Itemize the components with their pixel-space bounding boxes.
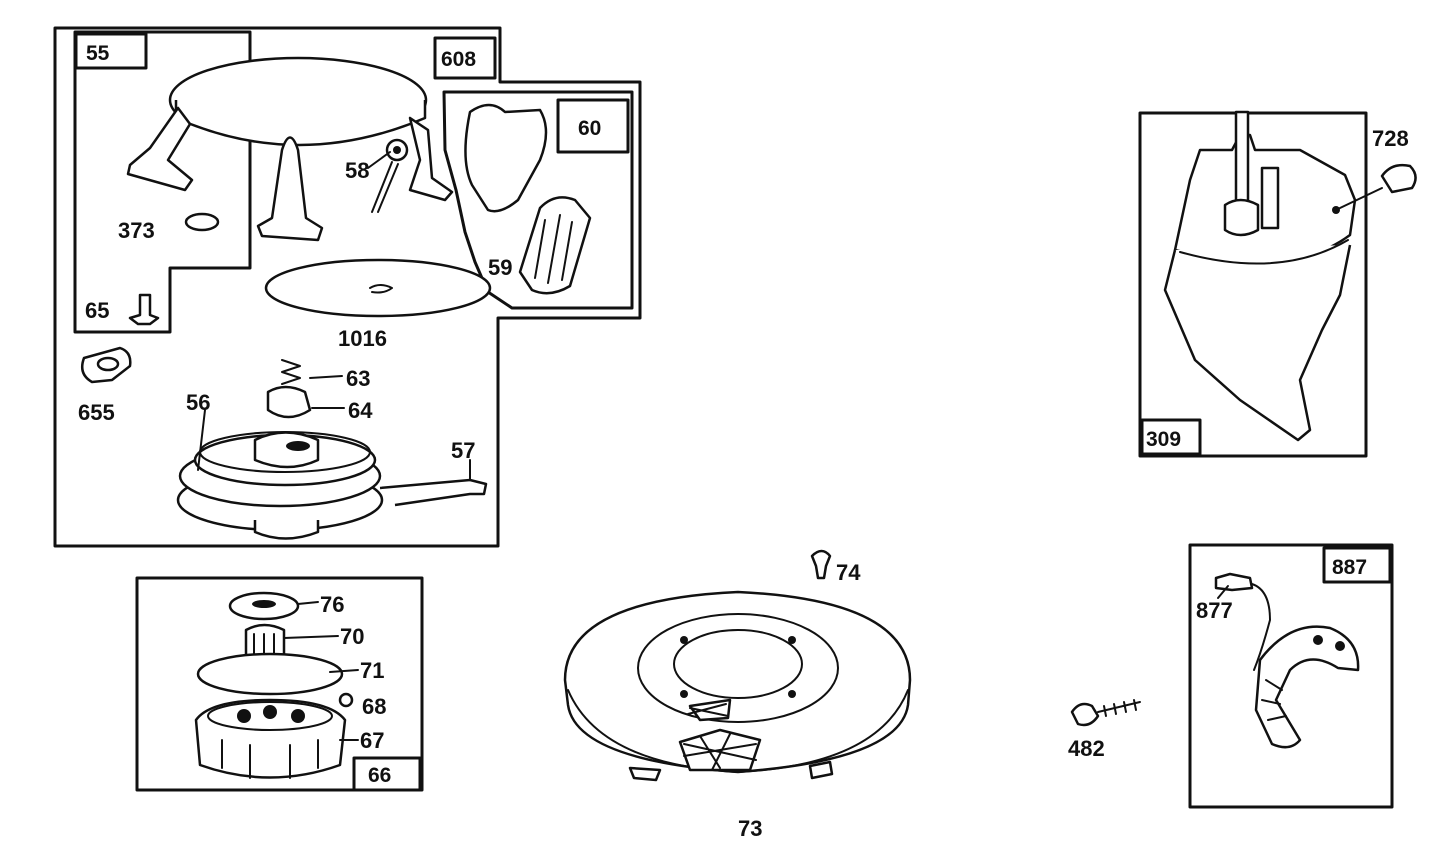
part-482-screw — [1070, 699, 1141, 727]
leader-877 — [1217, 585, 1229, 599]
ratchet-assembly-group: 76 70 71 68 67 66 — [135, 576, 424, 792]
label-56: 56 — [186, 390, 210, 415]
armature-group-887: 887 877 — [1188, 543, 1394, 809]
label-67: 67 — [360, 728, 384, 753]
label-877: 877 — [1196, 598, 1233, 623]
armature-part — [1214, 572, 1360, 749]
label-57: 57 — [451, 438, 475, 463]
label-887: 887 — [1332, 556, 1367, 579]
label-74: 74 — [836, 560, 861, 585]
group-887-frame — [1188, 543, 1394, 809]
label-box-309 — [1140, 418, 1202, 456]
leader-70 — [283, 635, 339, 639]
guide-post — [256, 136, 324, 242]
leader-71 — [329, 669, 359, 673]
part-67-cup — [194, 698, 347, 779]
label-64: 64 — [348, 398, 373, 423]
group-309-frame — [1138, 111, 1368, 458]
part-71-plate — [196, 652, 344, 696]
part-64-cap — [266, 385, 312, 419]
label-68: 68 — [362, 694, 386, 719]
part-74-screw — [810, 549, 832, 580]
label-66: 66 — [368, 764, 391, 787]
label-1016: 1016 — [338, 326, 387, 351]
label-655: 655 — [78, 400, 115, 425]
part-60-handle — [464, 103, 548, 213]
leader-63 — [309, 375, 343, 379]
part-63-spring — [281, 359, 301, 385]
part-56-pulley — [176, 431, 384, 540]
label-309: 309 — [1146, 428, 1181, 451]
part-373-washer — [184, 212, 220, 232]
part-68-ball — [338, 692, 354, 708]
part-57-spring — [379, 478, 488, 507]
part-58-bolt — [371, 138, 409, 213]
label-59: 59 — [488, 255, 512, 280]
label-box-608 — [433, 36, 497, 80]
label-373: 373 — [118, 218, 155, 243]
part-1016-disc — [264, 258, 492, 318]
part-73-screen — [563, 590, 912, 782]
part-65-pin — [128, 293, 160, 326]
bracket-group-309: 728 309 — [1138, 110, 1417, 458]
label-71: 71 — [360, 658, 384, 683]
label-482: 482 — [1068, 736, 1105, 761]
label-60: 60 — [578, 117, 601, 140]
label-55: 55 — [86, 42, 110, 65]
rotating-screen-group: 74 73 — [563, 549, 912, 841]
label-box-887 — [1322, 546, 1392, 584]
starter-housing-group: 55 608 60 58 373 59 65 1016 655 63 64 56… — [53, 26, 642, 548]
label-58: 58 — [345, 158, 369, 183]
bracket-part — [1163, 110, 1357, 442]
part-59-insert — [518, 196, 592, 295]
leader-728 — [1339, 187, 1383, 209]
label-73: 73 — [738, 816, 762, 841]
label-box-55 — [74, 32, 148, 70]
part-728-clip — [1380, 163, 1417, 194]
leader-76 — [297, 601, 319, 605]
group-66-frame — [135, 576, 424, 792]
blower-housing-cover — [126, 56, 454, 202]
label-76: 76 — [320, 592, 344, 617]
group-608-frame — [53, 26, 642, 548]
label-70: 70 — [340, 624, 364, 649]
label-63: 63 — [346, 366, 370, 391]
label-box-66 — [352, 756, 422, 792]
label-608: 608 — [441, 48, 476, 71]
label-728: 728 — [1372, 126, 1409, 151]
leader-56 — [197, 409, 206, 471]
label-65: 65 — [85, 298, 109, 323]
label-box-60 — [556, 98, 630, 154]
leader-58 — [367, 151, 391, 169]
group-55-frame — [73, 30, 252, 334]
